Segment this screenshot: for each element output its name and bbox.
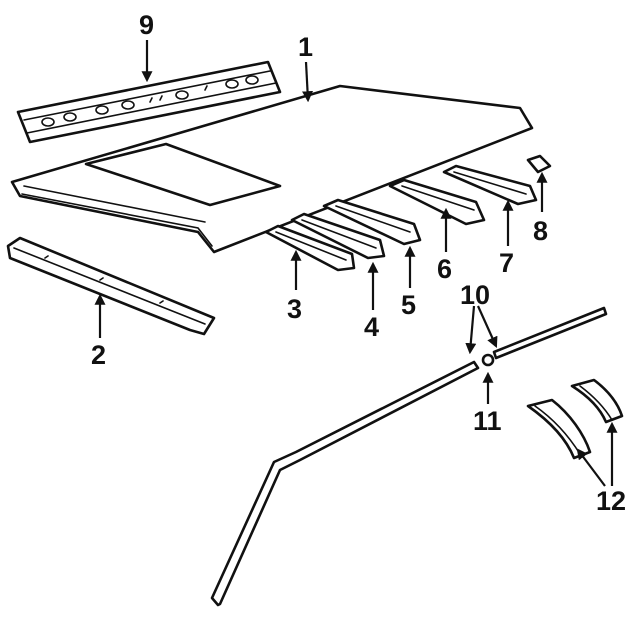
part-6-roof-bow xyxy=(388,178,486,226)
sunroof-opening xyxy=(84,142,282,207)
callout-1: 1 xyxy=(298,32,313,62)
part-5-roof-bow xyxy=(322,198,422,246)
part-3-roof-bow xyxy=(264,224,356,272)
callout-3: 3 xyxy=(287,294,302,324)
callout-labels: 9 1 2 3 4 5 6 7 8 10 11 12 xyxy=(91,10,626,516)
callout-12: 12 xyxy=(596,486,626,516)
callout-10: 10 xyxy=(460,280,490,310)
callout-8: 8 xyxy=(533,216,548,246)
callout-2: 2 xyxy=(91,340,106,370)
callout-7: 7 xyxy=(499,248,514,278)
part-9-header-panel xyxy=(16,60,282,144)
part-11-molding-clip xyxy=(481,353,495,367)
part-7-roof-bow xyxy=(442,164,538,206)
part-10-drip-molding xyxy=(210,306,608,607)
part-1-roof-panel xyxy=(10,84,534,254)
part-12-trim-pieces xyxy=(526,378,624,460)
callout-4: 4 xyxy=(364,312,379,342)
part-8-clip xyxy=(526,154,552,174)
callout-9: 9 xyxy=(139,10,154,40)
part-4-roof-bow xyxy=(290,212,386,260)
callout-5: 5 xyxy=(401,290,416,320)
callout-6: 6 xyxy=(437,254,452,284)
leader-lines xyxy=(94,40,618,487)
callout-11: 11 xyxy=(473,406,502,436)
part-2-front-header-bow xyxy=(6,236,216,336)
